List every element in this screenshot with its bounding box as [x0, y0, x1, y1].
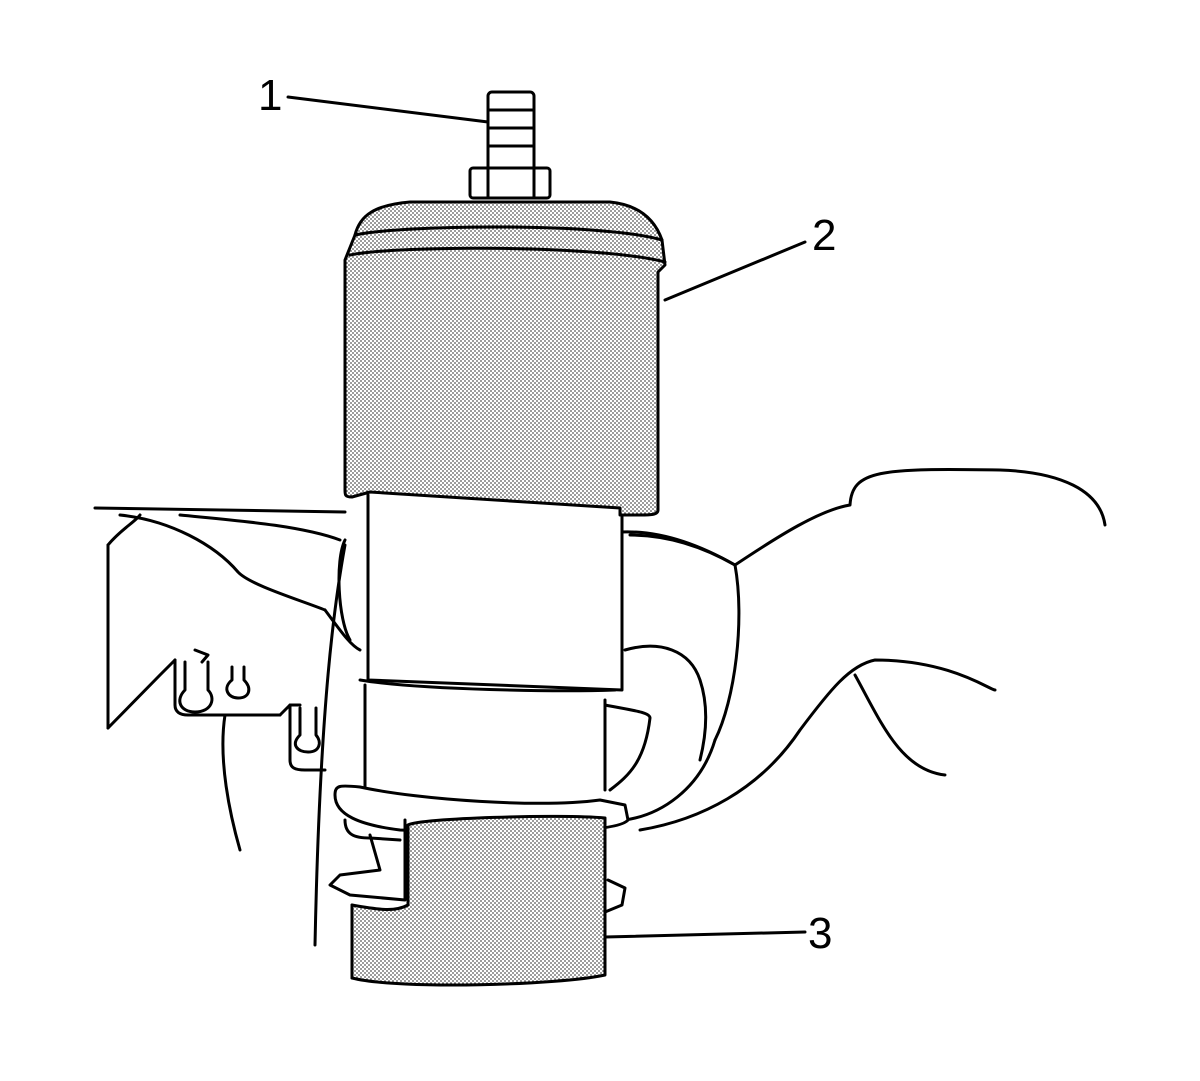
- strut-stud: [468, 90, 552, 200]
- keyhole-slot-1: [178, 648, 214, 714]
- body-outline-left: [93, 506, 362, 947]
- spring-compressor-upper-cup: [343, 200, 667, 517]
- spring-compressor-lower-cup: [350, 814, 607, 987]
- callout-3-label: 3: [808, 909, 833, 958]
- knuckle-outline-right: [618, 467, 1107, 832]
- keyhole-slot-3: [294, 706, 321, 754]
- keyhole-slot-2: [225, 665, 251, 700]
- leader-line-2: [663, 240, 807, 302]
- strut-body: [358, 493, 652, 792]
- callout-2-label: 2: [812, 211, 837, 260]
- leader-line-3: [603, 930, 807, 939]
- leader-line-1: [286, 95, 490, 124]
- callout-1-label: 1: [258, 71, 283, 120]
